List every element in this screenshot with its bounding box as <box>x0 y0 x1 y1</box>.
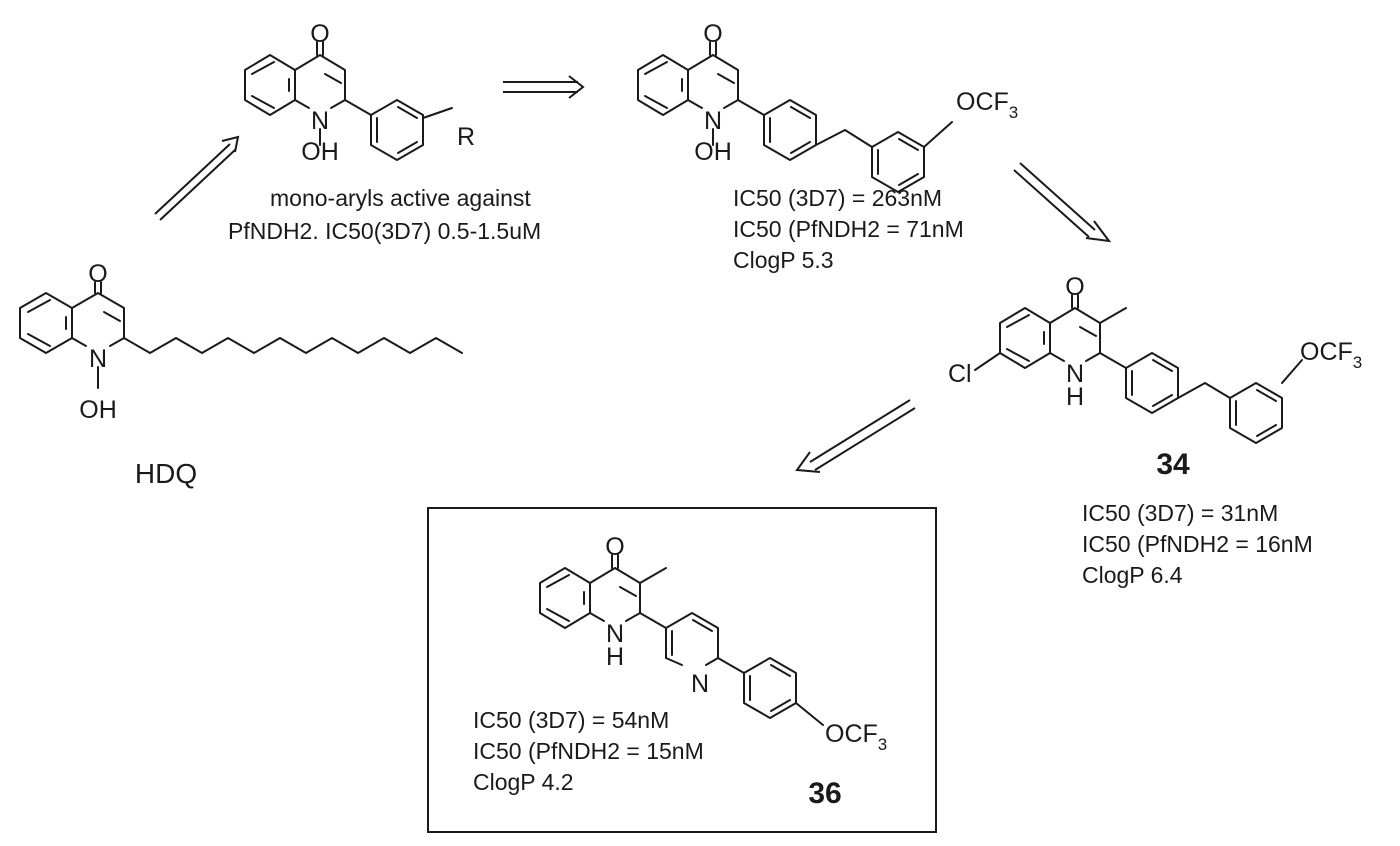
c34-nh-h: H <box>1066 383 1084 411</box>
bisaryl-carbonyl-o: O <box>703 20 722 48</box>
c36-ic50-3d7: IC50 (3D7) = 54nM <box>473 707 669 733</box>
c36-number: 36 <box>808 777 841 810</box>
c36-pyridine-n: N <box>691 670 709 698</box>
bisaryl-structure: O N OH OCF3 IC50 (3D7) = 263nM IC50 (PfN… <box>637 20 1018 273</box>
monoaryl-r-group: R <box>457 123 475 151</box>
c36-nh-h: H <box>606 643 624 671</box>
c34-ic50-pfndh2: IC50 (PfNDH2 = 16nM <box>1082 531 1313 557</box>
arrow-monoaryl-to-bisaryl <box>503 75 585 99</box>
monoaryl-n: N <box>311 107 329 135</box>
hdq-structure: O N OH HDQ <box>19 260 463 489</box>
bisaryl-clogp: ClogP 5.3 <box>733 247 834 273</box>
bisaryl-oh: OH <box>694 138 732 166</box>
hdq-n: N <box>89 345 107 373</box>
c36-ic50-pfndh2: IC50 (PfNDH2 = 15nM <box>473 738 704 764</box>
compound-36-box <box>427 507 937 833</box>
bisaryl-n: N <box>704 107 722 135</box>
monoaryl-note-line2: PfNDH2. IC50(3D7) 0.5-1.5uM <box>228 218 541 244</box>
compound-34-structure: O N H Cl OCF3 34 IC50 (3D7) = 31nM IC50 … <box>948 273 1362 588</box>
c34-carbonyl-o: O <box>1065 273 1084 301</box>
c34-nh-n: N <box>1066 360 1084 388</box>
arrow-bisaryl-to-34 <box>1013 162 1112 243</box>
c36-nh-n: N <box>606 620 624 648</box>
bisaryl-ocf3: OCF3 <box>956 88 1018 122</box>
c36-clogp: ClogP 4.2 <box>473 769 574 795</box>
c34-ic50-3d7: IC50 (3D7) = 31nM <box>1082 500 1278 526</box>
c34-number: 34 <box>1156 448 1190 481</box>
c34-clogp: ClogP 6.4 <box>1082 562 1183 588</box>
bisaryl-ic50-3d7: IC50 (3D7) = 263nM <box>733 185 942 211</box>
monoaryl-carbonyl-o: O <box>310 20 329 48</box>
monoaryl-oh: OH <box>301 138 339 166</box>
arrow-34-to-36 <box>795 399 916 473</box>
monoaryl-structure: O N OH R mono-aryls active against PfNDH… <box>228 20 541 244</box>
c34-ocf3: OCF3 <box>1300 338 1362 372</box>
arrow-hdq-to-monoaryl <box>154 135 240 221</box>
c34-chlorine: Cl <box>948 360 972 388</box>
compound-36-structure: O N H N OCF3 IC50 (3D7) = 54nM IC50 (PfN… <box>473 533 887 810</box>
hdq-oh: OH <box>79 396 117 424</box>
c36-ocf3: OCF3 <box>825 720 887 754</box>
hdq-carbonyl-o: O <box>88 260 107 288</box>
monoaryl-note-line1: mono-aryls active against <box>270 185 531 211</box>
hdq-label: HDQ <box>135 458 197 489</box>
c36-carbonyl-o: O <box>605 533 624 561</box>
bisaryl-ic50-pfndh2: IC50 (PfNDH2 = 71nM <box>733 216 964 242</box>
